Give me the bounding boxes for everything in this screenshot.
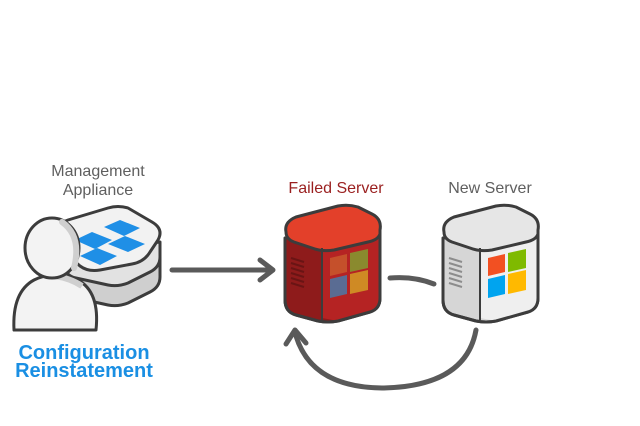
connector-failed-to-new-server	[387, 275, 437, 287]
new-server-icon	[441, 203, 540, 324]
failed-server-label: Failed Server	[288, 180, 384, 197]
failed-server-icon	[283, 203, 382, 324]
failed-server-windows-logo-icon	[330, 249, 368, 298]
management-appliance-label-line1: Management	[51, 163, 145, 180]
user-silhouette-icon	[12, 216, 99, 332]
management-appliance-label-line2: Appliance	[63, 182, 133, 199]
arrow-new-server-to-failed-server	[283, 327, 479, 391]
configuration-reinstatement-caption-line1: Configuration	[18, 342, 149, 364]
configuration-reinstatement-caption-line2: Reinstatement	[15, 360, 153, 382]
new-server-label: New Server	[448, 180, 532, 197]
new-server-windows-logo-icon	[488, 249, 526, 298]
arrow-appliance-to-failed-server	[169, 257, 276, 283]
